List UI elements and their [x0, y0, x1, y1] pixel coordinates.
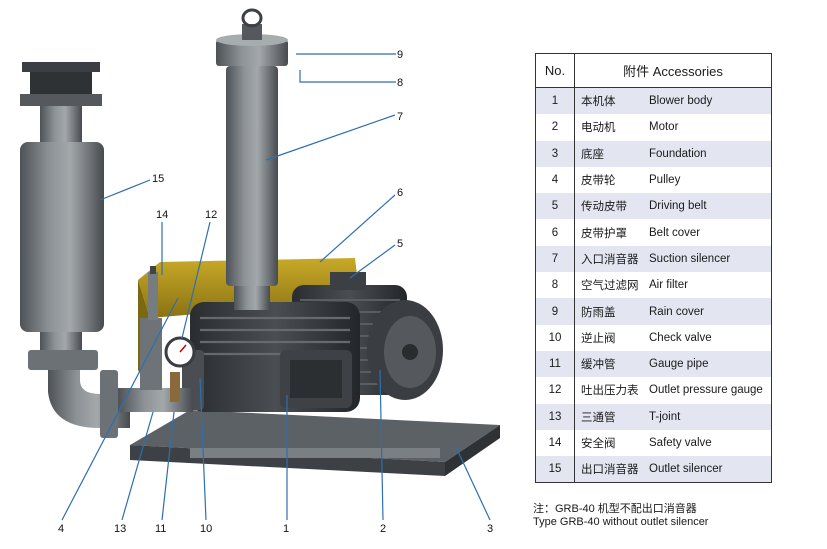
note-line-en: Type GRB-40 without outlet silencer — [533, 516, 709, 528]
callout-13: 13 — [114, 523, 126, 535]
callout-14: 14 — [156, 209, 168, 221]
note-line-cn: 注：GRB-40 机型不配出口消音器 — [533, 503, 697, 515]
row-no: 14 — [535, 429, 575, 457]
row-no: 4 — [535, 166, 575, 194]
row-cn: 底座 — [574, 140, 647, 167]
row-cn: 出口消音器 — [574, 456, 647, 483]
row-cn: 电动机 — [574, 114, 647, 141]
foundation — [130, 410, 500, 476]
header-accessories: 附件 Accessories — [574, 53, 772, 88]
callout-labels: 9 8 7 6 5 15 14 12 4 13 11 10 1 2 3 — [58, 49, 493, 535]
row-no: 12 — [535, 377, 575, 404]
row-no: 10 — [535, 324, 575, 351]
row-no: 5 — [535, 193, 575, 220]
callout-3: 3 — [487, 523, 493, 535]
row-cn: 皮带护罩 — [574, 219, 647, 246]
row-en: Check valve — [647, 324, 772, 351]
row-en: Foundation — [647, 140, 772, 167]
row-en: Blower body — [647, 87, 772, 115]
row-no: 1 — [535, 87, 575, 115]
row-no: 3 — [535, 140, 575, 167]
row-en: Belt cover — [647, 219, 772, 246]
callout-10: 10 — [200, 523, 212, 535]
callout-5: 5 — [397, 238, 403, 250]
row-no: 13 — [535, 403, 575, 430]
row-cn: 三通管 — [574, 403, 647, 430]
outlet-silencer — [20, 62, 130, 438]
row-cn: 逆止阀 — [574, 324, 647, 351]
header-no: No. — [535, 53, 575, 88]
callout-12: 12 — [205, 209, 217, 221]
row-en: Outlet pressure gauge — [647, 377, 772, 404]
row-no: 7 — [535, 245, 575, 273]
row-no: 11 — [535, 350, 575, 378]
blower-assembly-diagram: 9 8 7 6 5 15 14 12 4 13 11 10 1 2 3 — [20, 8, 500, 535]
row-en: T-joint — [647, 403, 772, 430]
row-en: Outlet silencer — [647, 456, 772, 483]
callout-7: 7 — [397, 111, 403, 123]
callout-2: 2 — [380, 523, 386, 535]
row-no: 6 — [535, 219, 575, 246]
row-en: Driving belt — [647, 193, 772, 220]
callout-1: 1 — [283, 523, 289, 535]
row-cn: 吐出压力表 — [574, 377, 647, 404]
row-no: 2 — [535, 114, 575, 141]
row-cn: 缓冲管 — [574, 350, 647, 378]
model-note: 注：GRB-40 机型不配出口消音器 Type GRB-40 without o… — [533, 503, 708, 529]
row-cn: 入口消音器 — [574, 245, 647, 273]
callout-8: 8 — [397, 77, 403, 89]
suction-silencer — [216, 8, 288, 310]
row-en: Gauge pipe — [647, 350, 772, 378]
row-cn: 防雨盖 — [574, 298, 647, 325]
callout-6: 6 — [397, 187, 403, 199]
piping-assembly — [118, 266, 196, 412]
row-en: Air filter — [647, 272, 772, 299]
row-cn: 安全阀 — [574, 429, 647, 457]
row-no: 9 — [535, 298, 575, 325]
blower-body — [182, 302, 360, 412]
row-cn: 皮带轮 — [574, 166, 647, 194]
row-cn: 空气过滤网 — [574, 272, 647, 299]
row-en: Motor — [647, 114, 772, 141]
row-en: Rain cover — [647, 298, 772, 325]
callout-11: 11 — [155, 523, 166, 535]
row-no: 15 — [535, 456, 575, 483]
row-en: Safety valve — [647, 429, 772, 457]
row-cn: 传动皮带 — [574, 193, 647, 220]
leader-lines — [61, 53, 491, 521]
callout-9: 9 — [397, 49, 403, 61]
callout-15: 15 — [152, 173, 164, 185]
callout-4: 4 — [58, 523, 64, 535]
table-header-row: No. 附件 Accessories — [535, 53, 772, 88]
row-no: 8 — [535, 272, 575, 299]
row-cn: 本机体 — [574, 87, 647, 115]
row-en: Pulley — [647, 166, 772, 194]
row-en: Suction silencer — [647, 245, 772, 273]
